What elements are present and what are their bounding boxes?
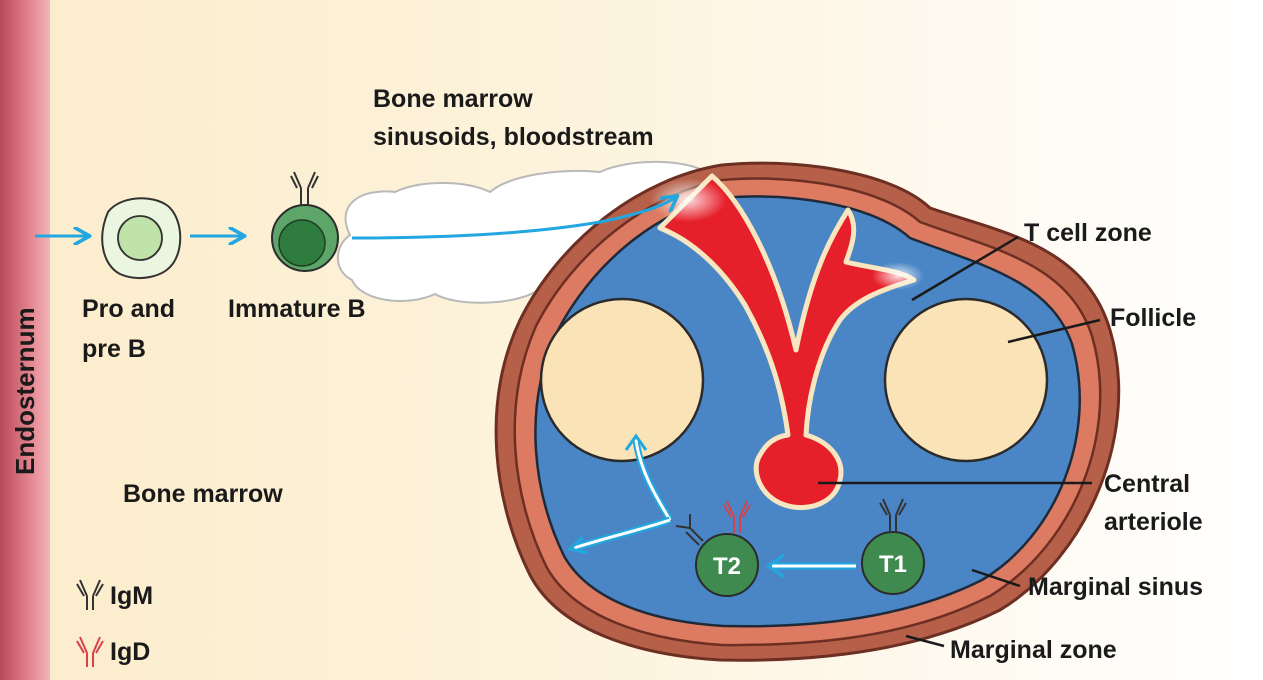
immature-b-nucleus <box>278 219 326 267</box>
leader-marginal-zone <box>905 634 945 648</box>
t2-igm-icon <box>675 514 704 546</box>
bone-marrow-label: Bone marrow <box>123 480 283 508</box>
t2-label: T2 <box>713 553 741 580</box>
leader-t-cell-zone <box>911 235 1019 302</box>
central-arteriole-label-line2: arteriole <box>1104 508 1203 536</box>
t2-cell <box>695 533 759 597</box>
legend-igd-icon <box>76 636 104 667</box>
follicle-label: Follicle <box>1110 304 1196 332</box>
follicle-right <box>883 297 1049 463</box>
pro-pre-b-label-line2: pre B <box>82 335 146 363</box>
t-cell-zone-label: T cell zone <box>1024 219 1152 247</box>
arrow-t1-to-t2 <box>765 553 856 579</box>
t1-cell <box>861 531 925 595</box>
legend-igm-icon <box>76 579 104 610</box>
arteriole-branch-fade <box>872 262 924 290</box>
arteriole-entry-fade <box>650 178 726 222</box>
sinusoids-label-line2: sinusoids, bloodstream <box>373 123 654 151</box>
central-arteriole <box>657 173 917 511</box>
endosternum-band <box>0 0 50 680</box>
marginal-sinus-label: Marginal sinus <box>1028 573 1203 601</box>
arrow-t2-to-follicle <box>624 433 674 522</box>
sinusoids-label-line1: Bone marrow <box>373 85 533 113</box>
legend-igd-label: IgD <box>110 638 150 666</box>
t1-igm-icon <box>879 498 907 531</box>
marginal-zone-label: Marginal zone <box>950 636 1117 664</box>
immature-b-label: Immature B <box>228 295 366 323</box>
follicle-left <box>539 297 705 463</box>
pro-pre-b-nucleus <box>117 215 163 261</box>
pro-pre-b-label-line1: Pro and <box>82 295 175 323</box>
arrow-to-spleen <box>351 197 676 240</box>
t1-label: T1 <box>879 551 907 578</box>
central-arteriole-label-line1: Central <box>1104 470 1190 498</box>
t2-igd-icon <box>723 500 751 533</box>
endosternum-label: Endosternum <box>10 307 40 475</box>
immature-b-igm-icon <box>290 171 319 205</box>
arrow-t2-to-marginal-zone <box>566 516 672 555</box>
leader-marginal-sinus <box>971 568 1021 588</box>
leader-follicle <box>1007 318 1101 344</box>
legend-igm-label: IgM <box>110 582 153 610</box>
